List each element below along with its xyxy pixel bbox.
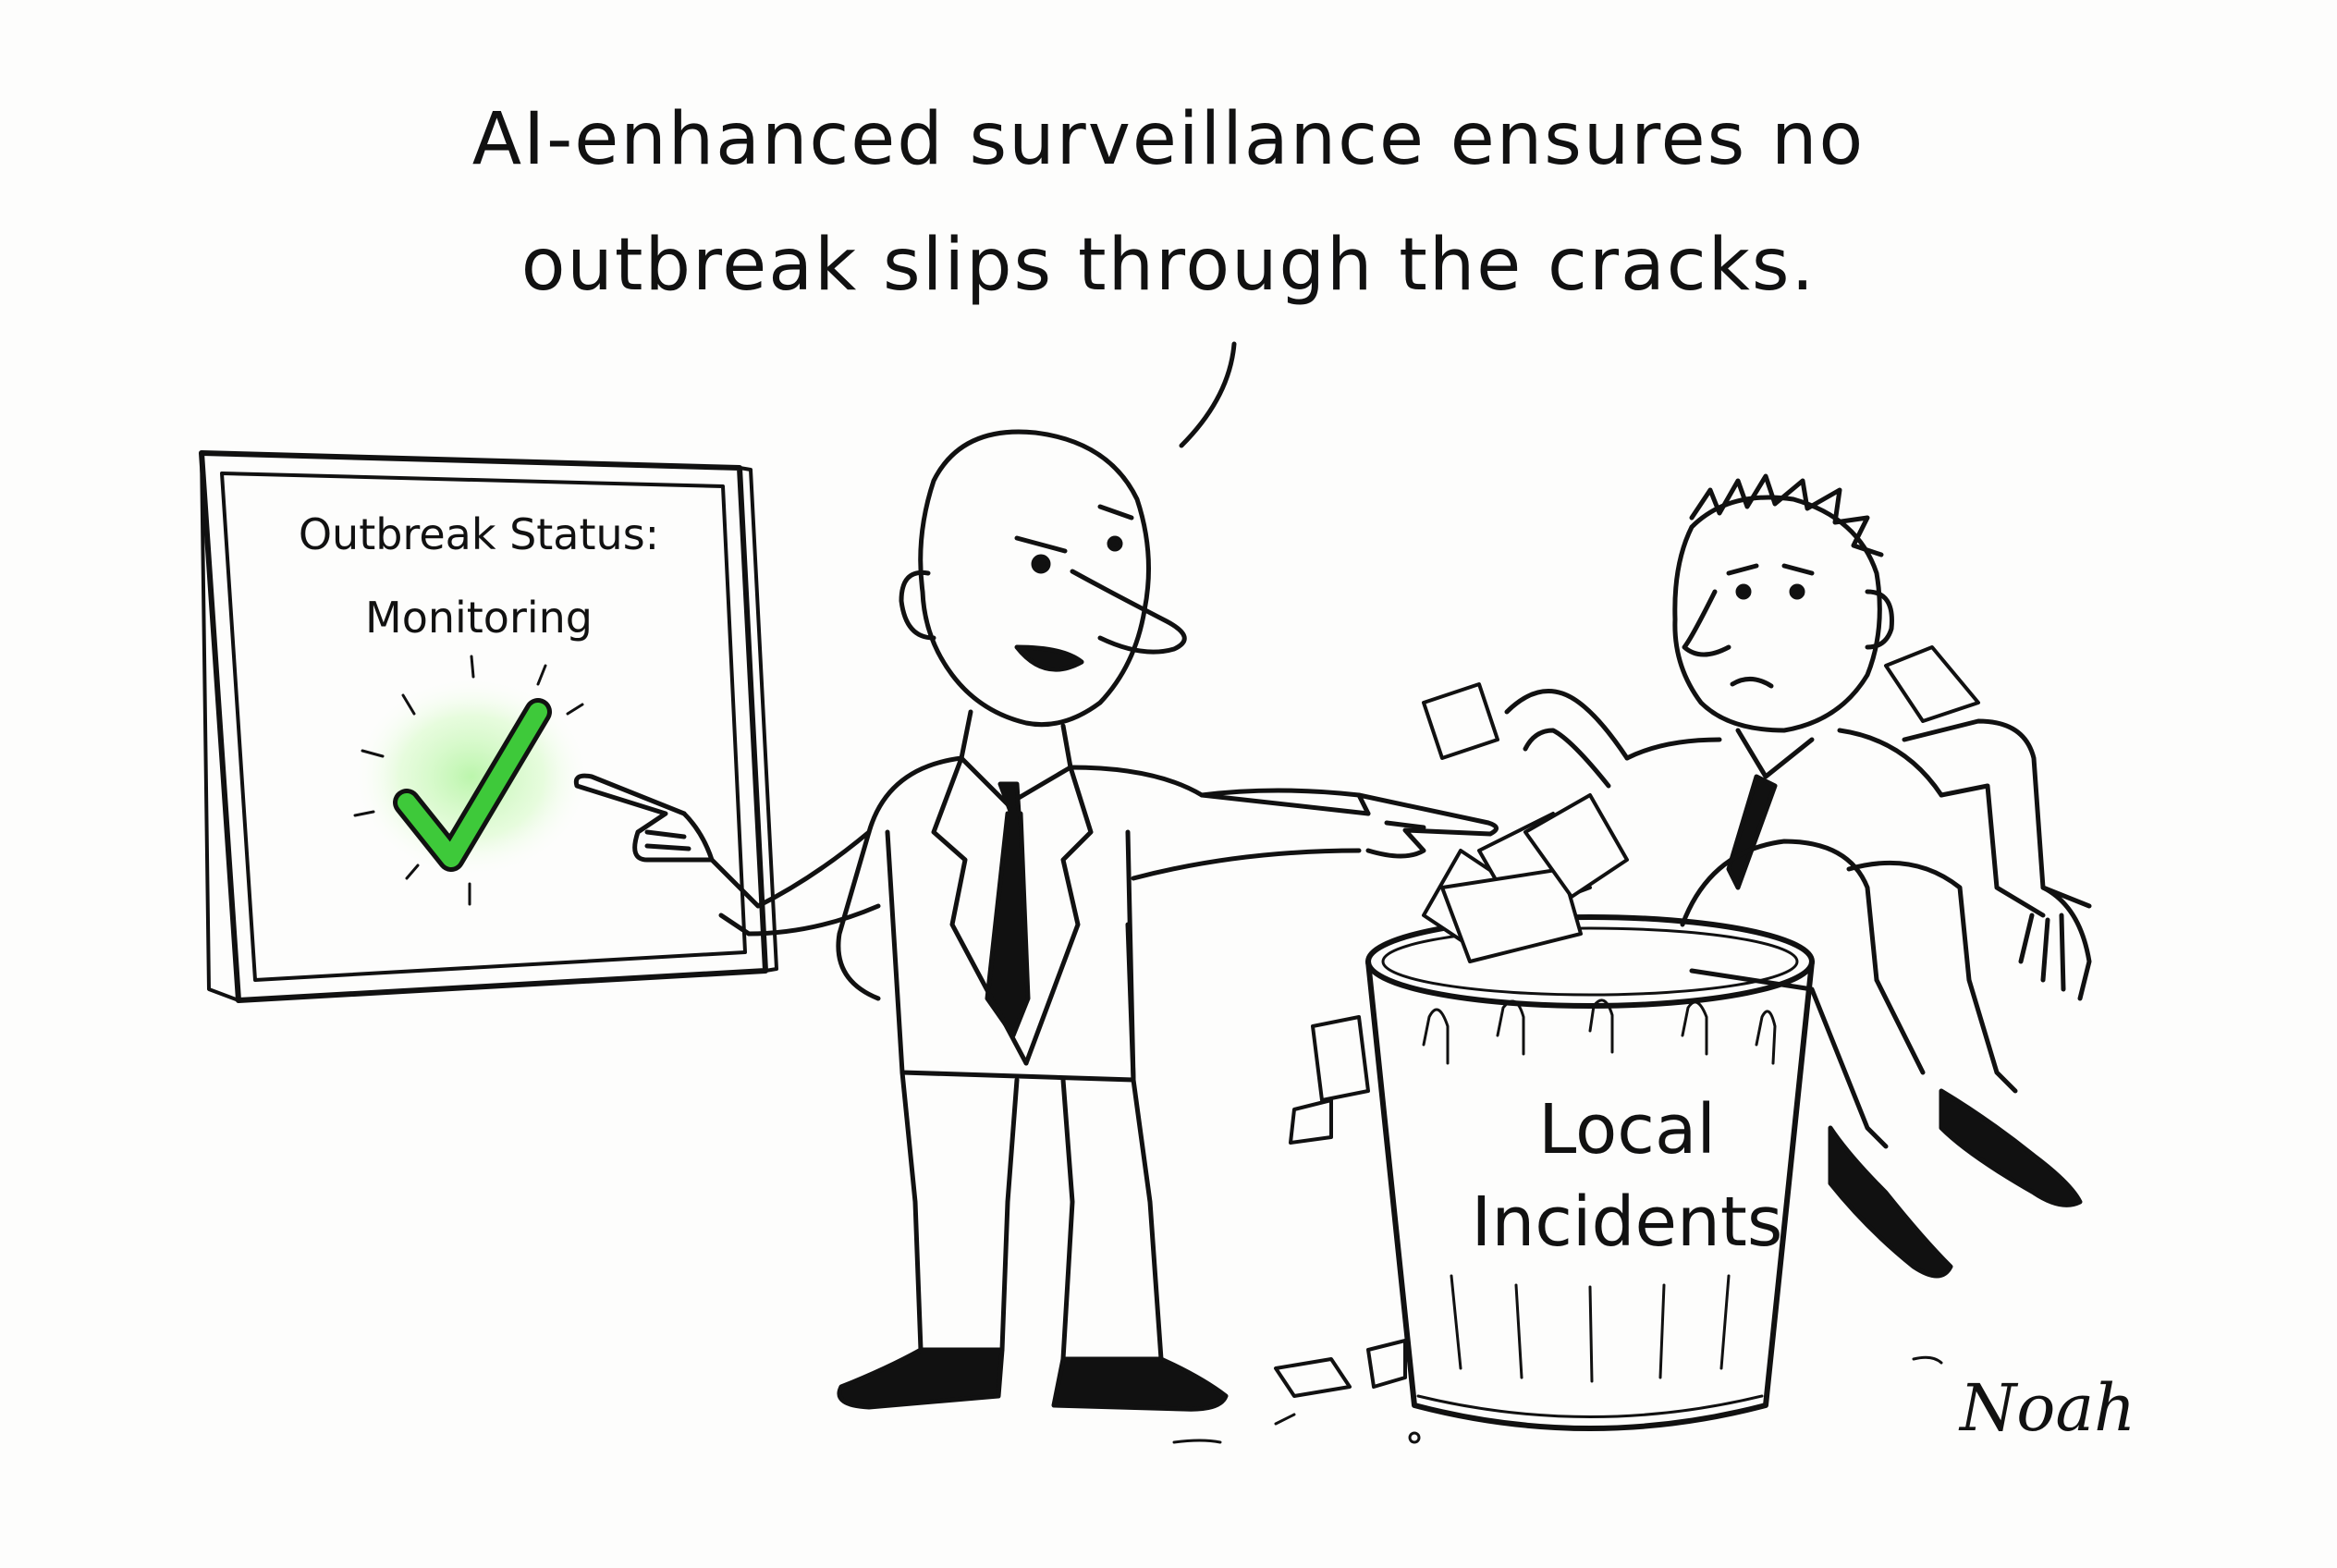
man-in-bin <box>1504 473 2092 1279</box>
monitor-screen <box>199 450 778 1003</box>
green-checkmark-icon <box>351 655 592 906</box>
speech-tail <box>1179 341 1237 448</box>
caption-line-1: AI-enhanced surveillance ensures no <box>471 98 1866 181</box>
artist-signature: Noah <box>1960 1370 2136 1446</box>
bin-label-line-1: Local <box>1538 1090 1716 1170</box>
screen-status: Monitoring <box>365 593 593 643</box>
crumpled-papers <box>1274 645 1980 1398</box>
trash-bin <box>1365 914 1815 1431</box>
presenter-man <box>573 429 1499 1412</box>
floor-marks <box>1172 1355 1943 1444</box>
bin-label-line-2: Incidents <box>1471 1182 1783 1262</box>
caption-line-2: outbreak slips through the cracks. <box>520 224 1817 307</box>
screen-title: Outbreak Status: <box>298 509 660 559</box>
